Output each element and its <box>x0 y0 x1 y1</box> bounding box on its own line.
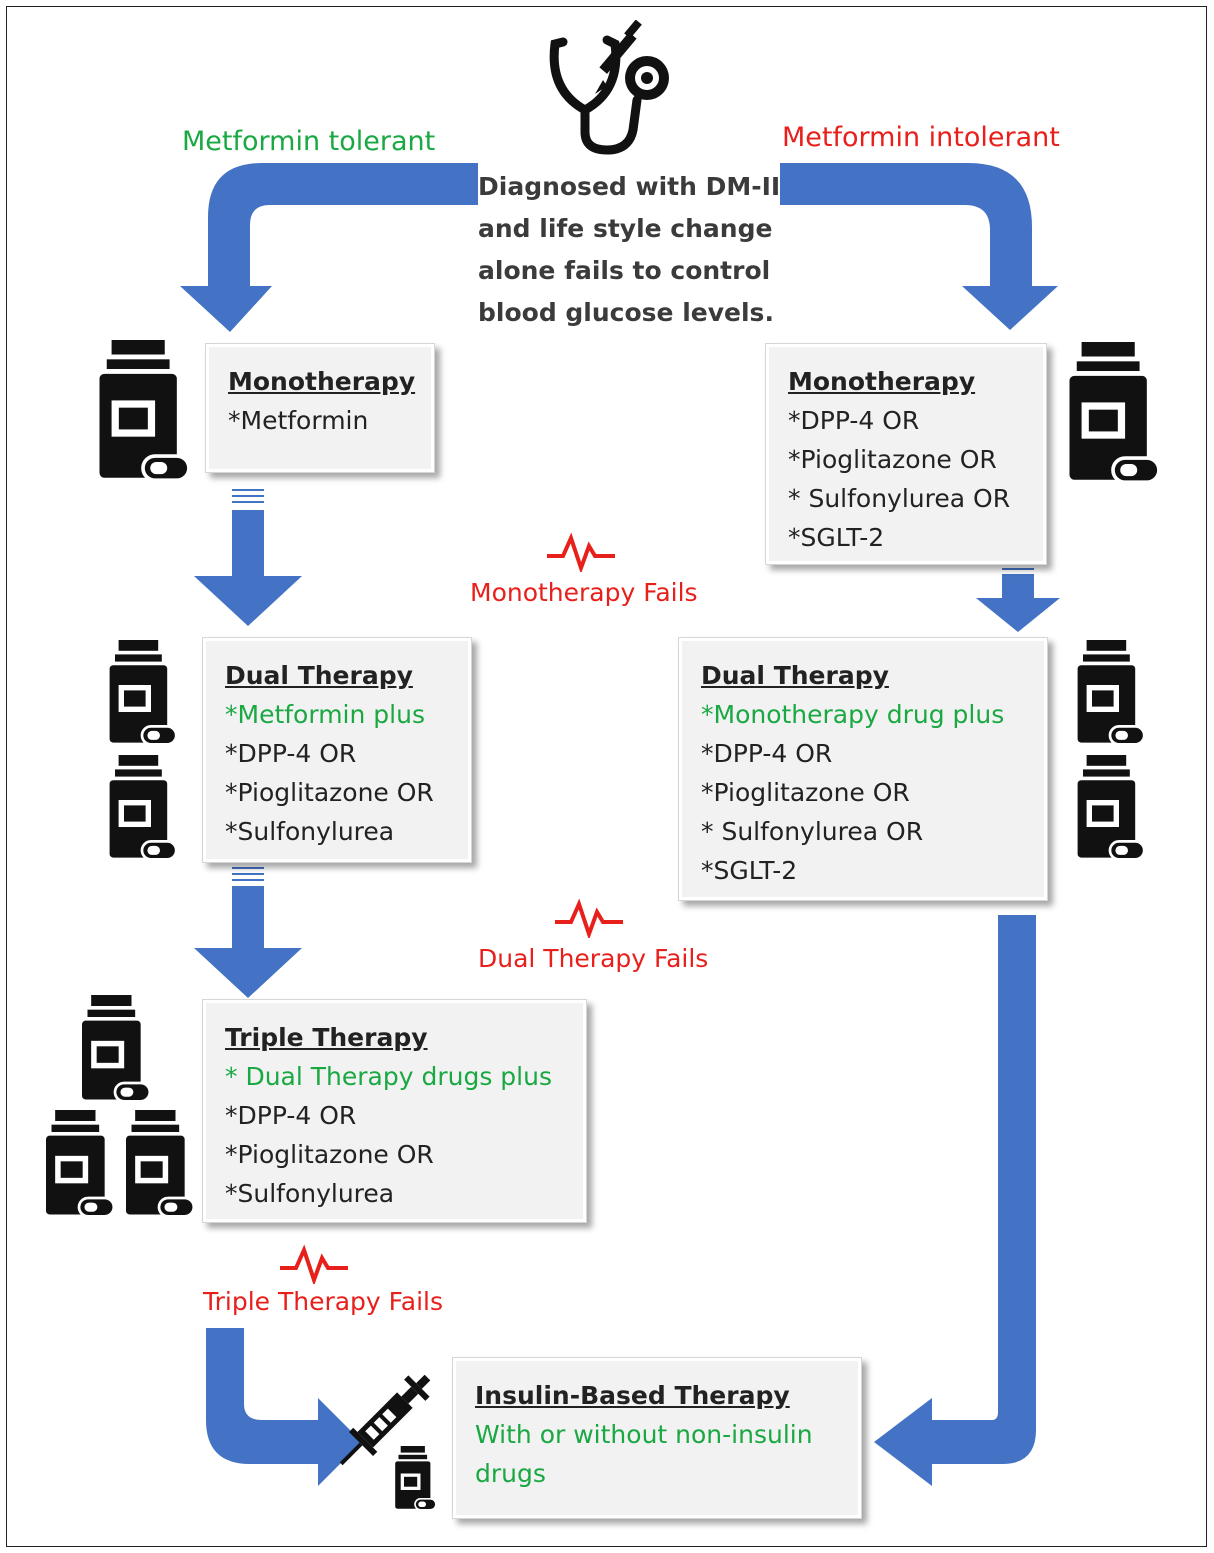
pill-bottle-icon <box>82 995 152 1103</box>
highlight-item: * Dual Therapy drugs plus <box>225 1062 552 1091</box>
arrow-top-left <box>180 163 478 332</box>
diagnosis-text: Diagnosed with DM-II and life style chan… <box>478 166 780 334</box>
insulin-therapy-box: Insulin-Based Therapy With or without no… <box>452 1357 862 1519</box>
pill-bottle-icon <box>1077 755 1146 861</box>
monotherapy-fails-label: Monotherapy Fails <box>470 578 698 607</box>
heartbeat-icon <box>555 898 623 938</box>
drug-item: * Sulfonylurea OR <box>788 484 1011 513</box>
box-title: Insulin-Based Therapy <box>475 1381 790 1410</box>
diagnosis-line: blood glucose levels. <box>478 298 774 327</box>
diagnosis-line: and life style change <box>478 214 773 243</box>
metformin-intolerant-label: Metformin intolerant <box>782 122 1060 153</box>
arrow-left-bottom <box>206 1328 362 1486</box>
insulin-line: drugs <box>475 1459 546 1488</box>
box-title: Monotherapy <box>788 367 976 396</box>
pill-bottle-icon <box>1069 342 1161 484</box>
dual-therapy-fails-label: Dual Therapy Fails <box>478 944 709 973</box>
pill-bottle-icon <box>395 1446 437 1511</box>
drug-item: *DPP-4 OR <box>225 1101 357 1130</box>
pill-bottle-icon <box>1077 640 1146 746</box>
drug-item: *Pioglitazone OR <box>788 445 997 474</box>
drug-item: * Sulfonylurea OR <box>701 817 924 846</box>
drug-item: *Sulfonylurea <box>225 1179 395 1208</box>
drug-item: *Pioglitazone OR <box>701 778 910 807</box>
drug-item: *DPP-4 OR <box>701 739 833 768</box>
figure-frame <box>6 6 1207 1547</box>
drug-item: *SGLT-2 <box>701 856 798 885</box>
highlight-item: *Monotherapy drug plus <box>701 700 1005 729</box>
diagnosis-line: alone fails to control <box>478 256 771 285</box>
stethoscope-icon <box>549 20 669 155</box>
arrow-right-long <box>874 915 1036 1486</box>
drug-item: *Metformin <box>228 406 369 435</box>
right-monotherapy-box: Monotherapy *DPP-4 OR *Pioglitazone OR *… <box>765 343 1047 565</box>
highlight-item: *Metformin plus <box>225 700 425 729</box>
metformin-tolerant-label: Metformin tolerant <box>182 126 436 157</box>
heartbeat-icon <box>280 1244 348 1284</box>
pill-bottle-icon <box>109 640 178 746</box>
arrow-shaft-left-2 <box>232 886 264 948</box>
triple-therapy-box: Triple Therapy * Dual Therapy drugs plus… <box>202 999 587 1223</box>
pill-bottle-icon <box>126 1110 196 1218</box>
arrow-head-left-2 <box>194 948 302 998</box>
drug-item: *DPP-4 OR <box>225 739 357 768</box>
left-monotherapy-box: Monotherapy *Metformin <box>205 343 435 473</box>
arrow-head-left-1 <box>194 576 302 626</box>
drug-item: *SGLT-2 <box>788 523 885 552</box>
drug-item: *Pioglitazone OR <box>225 1140 434 1169</box>
syringe-icon <box>339 1374 431 1466</box>
arrow-shaft-right-1 <box>1002 574 1034 598</box>
right-dual-therapy-box: Dual Therapy *Monotherapy drug plus *DPP… <box>678 637 1048 901</box>
box-title: Triple Therapy <box>225 1023 428 1052</box>
box-title: Dual Therapy <box>225 661 413 690</box>
pill-bottle-icon <box>109 755 178 861</box>
pill-bottle-icon <box>46 1110 116 1218</box>
drug-item: *Sulfonylurea <box>225 817 395 846</box>
left-dual-therapy-box: Dual Therapy *Metformin plus *DPP-4 OR *… <box>202 637 472 863</box>
drug-item: *Pioglitazone OR <box>225 778 434 807</box>
arrow-shaft-left-1 <box>232 510 264 576</box>
box-title: Monotherapy <box>228 367 416 396</box>
drug-item: *DPP-4 OR <box>788 406 920 435</box>
arrow-head-right-1 <box>976 598 1060 632</box>
box-title: Dual Therapy <box>701 661 889 690</box>
triple-therapy-fails-label: Triple Therapy Fails <box>203 1287 443 1316</box>
diagnosis-line: Diagnosed with DM-II <box>478 172 781 201</box>
heartbeat-icon <box>547 532 615 572</box>
pill-bottle-icon <box>99 340 191 482</box>
arrow-top-right <box>780 163 1058 330</box>
insulin-line: With or without non-insulin <box>475 1420 813 1449</box>
